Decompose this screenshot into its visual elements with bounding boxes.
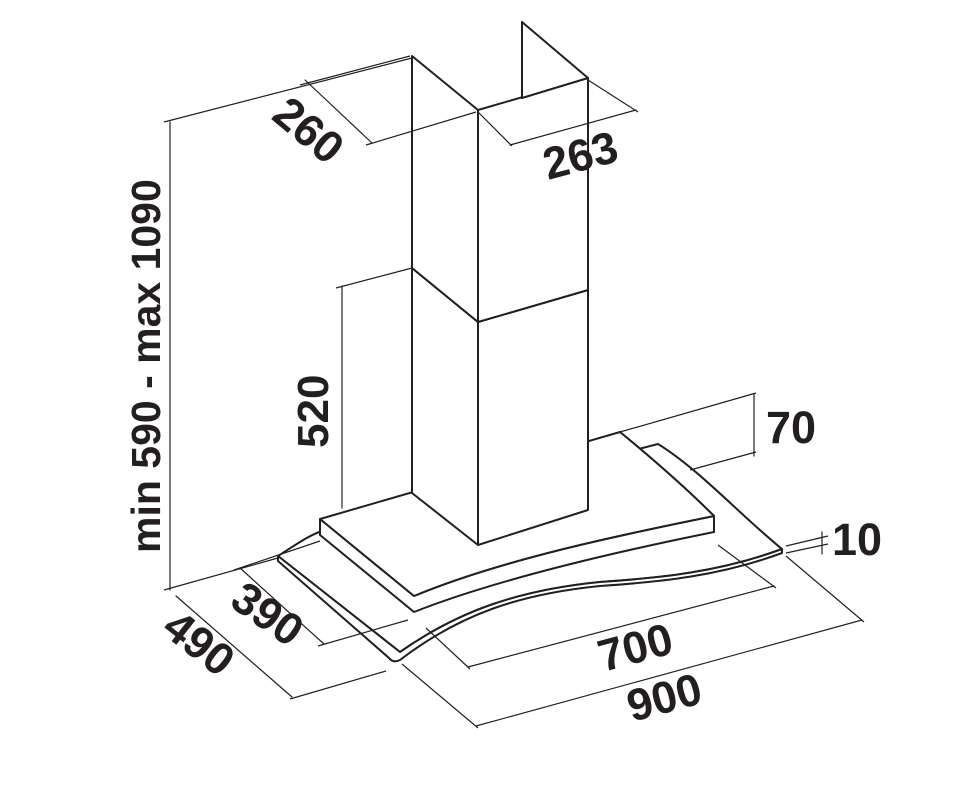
- label-canopy-thickness: 70: [766, 402, 816, 453]
- lower-chimney: [411, 267, 589, 546]
- lower-chimney-right-face: [477, 289, 589, 546]
- upper-chimney-left-face: [411, 55, 479, 323]
- upper-chimney-right-face: [477, 77, 589, 323]
- label-chimney-depth: 260: [264, 87, 354, 174]
- glass-front-edge: [277, 548, 783, 663]
- dimension-lines: [163, 55, 865, 729]
- label-glass-thickness: 10: [832, 514, 882, 565]
- label-total-height: min 590 - max 1090: [123, 179, 169, 553]
- label-lower-chimney-height: 520: [289, 375, 338, 448]
